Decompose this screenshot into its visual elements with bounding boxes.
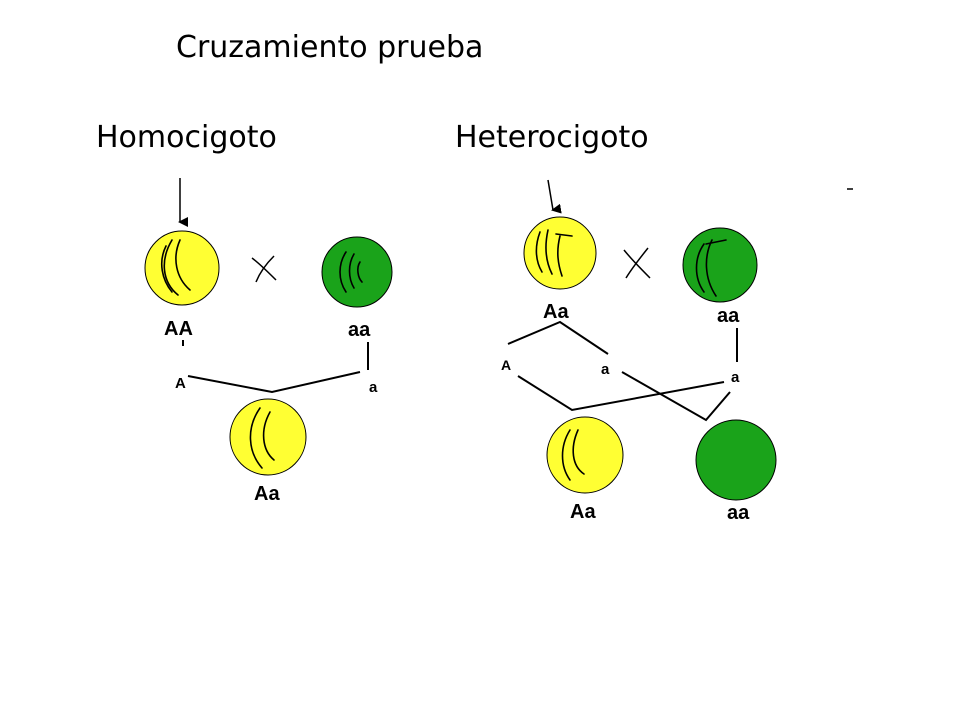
label-parent-AA: AA [164,318,193,340]
cross-lines-right-2 [621,371,731,422]
slide-title: Cruzamiento prueba [176,30,484,65]
parent-pea-aa-right [682,227,758,303]
cross-symbol-left [251,255,277,283]
offspring-pea-Aa-left [229,398,307,476]
label-gamete-a2-right: a [731,369,740,386]
label-offspring-Aa-right: Aa [570,501,596,523]
cross-lines-right-1 [517,375,725,412]
heading-heterozygous: Heterocigoto [455,120,649,155]
label-gamete-A-right: A [501,357,511,373]
label-parent-aa-right: aa [717,305,740,327]
label-offspring-Aa-left: Aa [254,483,280,505]
parent-pea-Aa [523,216,597,290]
cross-symbol-right [623,247,651,279]
arrow-heterozygous [547,179,562,214]
offspring-pea-Aa-right [546,416,624,494]
heading-homozygous: Homocigoto [96,120,277,155]
parent-pea-aa [321,236,393,308]
label-parent-Aa: Aa [543,301,569,323]
label-gamete-a1-right: a [601,361,610,378]
branch-lines-parent-Aa [507,320,609,355]
offspring-pea-aa-right [695,419,777,501]
label-gamete-a-left: a [369,379,378,396]
label-parent-aa: aa [348,319,371,341]
label-gamete-A-left: A [175,375,186,392]
cross-lines-left [187,371,361,394]
parent-pea-AA [144,230,220,306]
label-offspring-aa-right: aa [727,502,750,524]
